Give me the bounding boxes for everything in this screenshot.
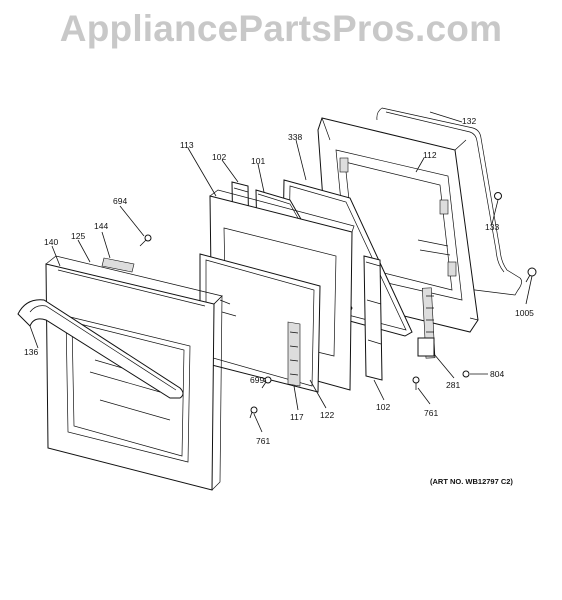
callout-117: 117 bbox=[290, 412, 304, 422]
callout-694: 694 bbox=[113, 196, 127, 206]
callout-761-left: 761 bbox=[256, 436, 270, 446]
callout-144: 144 bbox=[94, 221, 108, 231]
outer-door-panel-part bbox=[45, 255, 223, 491]
door-hinge-part bbox=[417, 287, 436, 359]
bracket-part bbox=[101, 257, 135, 273]
callout-102-right: 102 bbox=[376, 402, 390, 412]
callout-140: 140 bbox=[44, 237, 58, 247]
callout-113: 113 bbox=[180, 140, 194, 150]
screw-804-part bbox=[462, 370, 470, 378]
callout-102-left: 102 bbox=[212, 152, 226, 162]
callout-101: 101 bbox=[251, 156, 265, 166]
callout-281: 281 bbox=[446, 380, 460, 390]
glass-support-strip-part bbox=[287, 321, 301, 387]
door-handle-part bbox=[17, 299, 184, 399]
screw-133-part bbox=[494, 192, 502, 200]
screw-699-part bbox=[261, 376, 272, 389]
callout-1005: 1005 bbox=[515, 308, 534, 318]
callout-761-right: 761 bbox=[424, 408, 438, 418]
leader-lines bbox=[29, 111, 533, 433]
screw-694-part bbox=[139, 234, 152, 247]
callout-132: 132 bbox=[462, 116, 476, 126]
callout-136: 136 bbox=[24, 347, 38, 357]
callout-125: 125 bbox=[71, 231, 85, 241]
screw-761-right-part bbox=[412, 376, 420, 390]
watermark-title: AppliancePartsPros.com bbox=[59, 8, 503, 49]
callout-338: 338 bbox=[288, 132, 302, 142]
door-gasket-part bbox=[376, 107, 522, 296]
callout-804: 804 bbox=[490, 369, 504, 379]
callout-699: 699 bbox=[250, 375, 264, 385]
callout-122: 122 bbox=[320, 410, 334, 420]
insulation-right-part bbox=[363, 255, 383, 381]
screw-761-left-part bbox=[249, 406, 258, 419]
art-number: (ART NO. WB12797 C2) bbox=[430, 477, 513, 486]
callout-133: 133 bbox=[485, 222, 499, 232]
callout-112: 112 bbox=[423, 150, 437, 160]
